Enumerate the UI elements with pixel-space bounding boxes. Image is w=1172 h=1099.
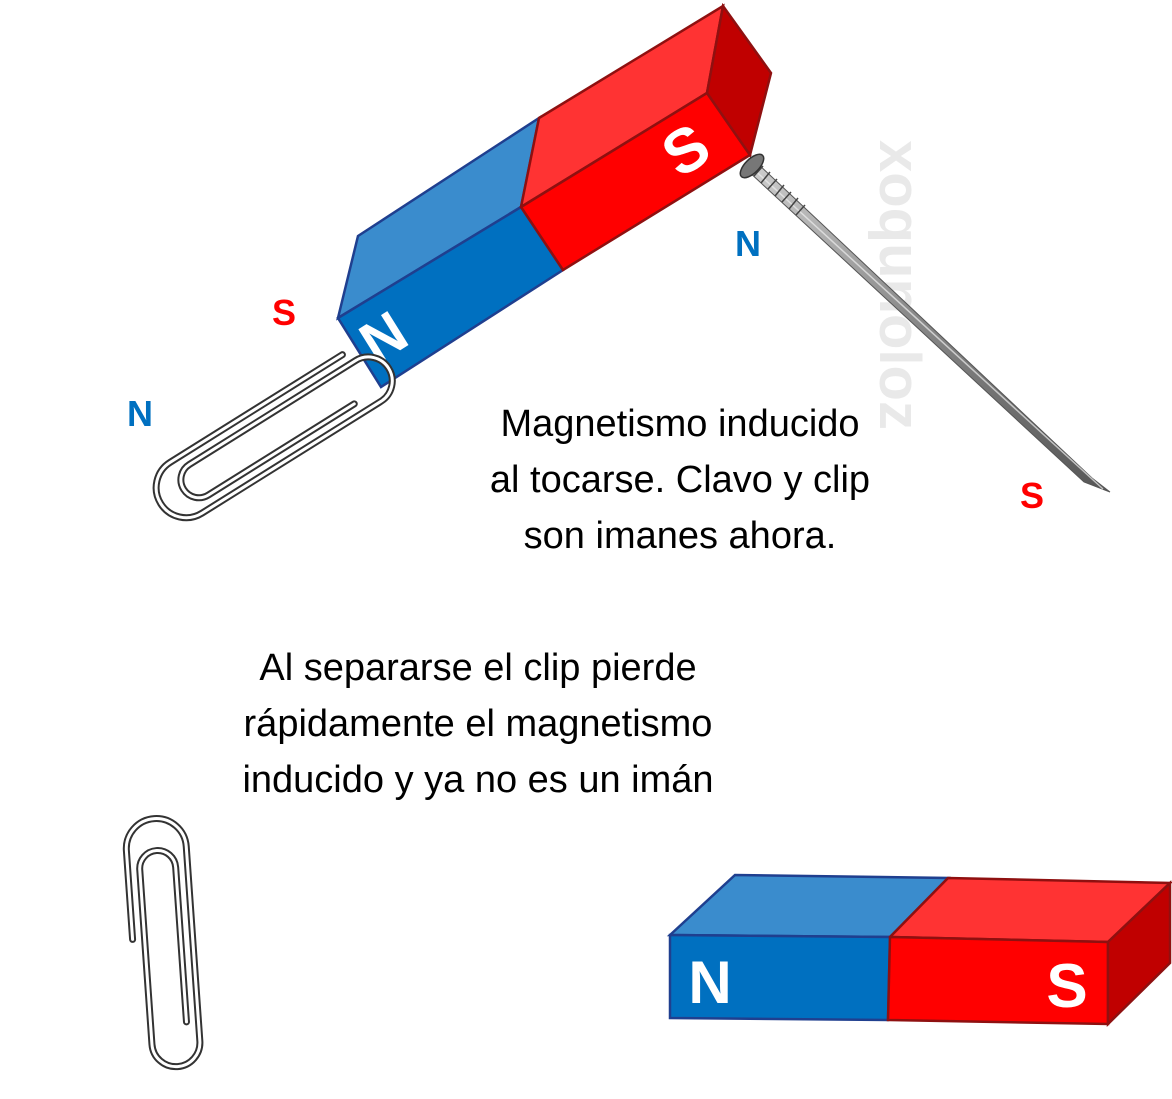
caption-line: Al separarse el clip pierde <box>259 647 697 689</box>
caption-line: son imanes ahora. <box>523 515 837 557</box>
caption-separation: Al separarse el clip pierde rápidamente … <box>178 640 778 808</box>
paperclip-separated <box>122 815 204 1071</box>
nail <box>739 153 1111 493</box>
caption-line: rápidamente el magnetismo <box>243 703 713 745</box>
clip-south-label: S <box>272 292 296 333</box>
bar-magnet-horizontal: N S <box>666 873 1172 1027</box>
magnet-south-end-face <box>1106 880 1172 1027</box>
magnet-north-letter: N <box>688 949 731 1016</box>
nail-head <box>739 153 765 179</box>
clip-north-label: N <box>127 393 153 434</box>
nail-north-label: N <box>735 223 761 264</box>
caption-line: al tocarse. Clavo y clip <box>489 459 871 501</box>
paperclip-attached <box>152 351 396 522</box>
magnet-south-end-face <box>705 2 773 158</box>
caption-line: inducido y ya no es un imán <box>242 759 714 801</box>
nail-south-label: S <box>1020 475 1044 516</box>
magnet-south-letter: S <box>1046 952 1087 1021</box>
caption-line: Magnetismo inducido <box>500 403 860 445</box>
caption-induced-magnetism: Magnetismo inducido al tocarse. Clavo y … <box>430 396 930 564</box>
bar-magnet-tilted: N S <box>336 2 773 389</box>
